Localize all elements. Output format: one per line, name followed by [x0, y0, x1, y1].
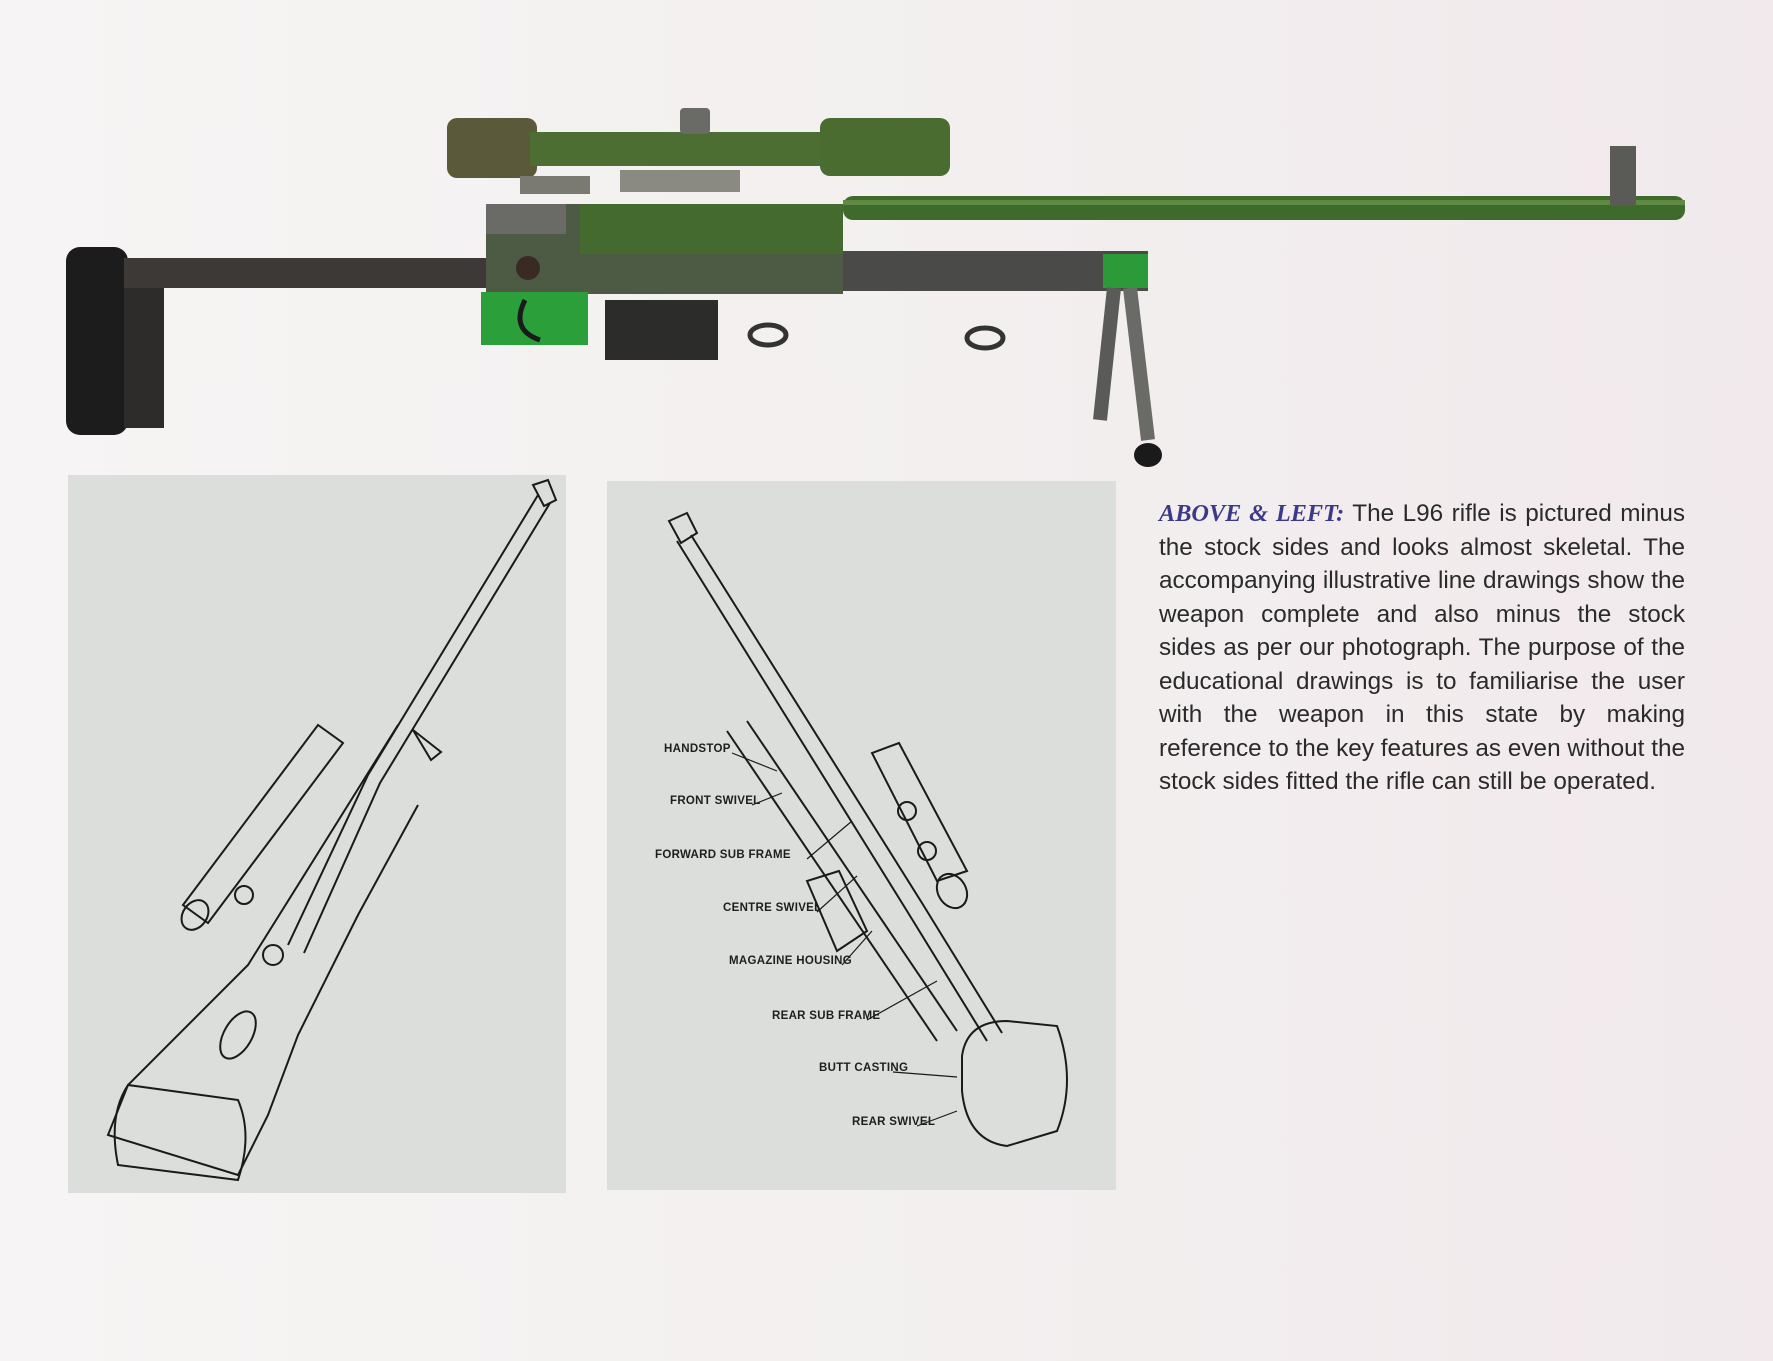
magazine — [605, 300, 718, 360]
leader-lines — [731, 752, 958, 1127]
trigger-guard — [481, 292, 588, 345]
photo-caption: ABOVE & LEFT: The L96 rifle is pictured … — [1159, 497, 1685, 799]
line-drawing-labelled-rifle: HANDSTOP FRONT SWIVEL FORWARD SUB FRAME … — [607, 481, 1116, 1190]
swivels — [747, 322, 1006, 351]
butt-pad — [66, 247, 128, 435]
label-forward-sub-frame: FORWARD SUB FRAME — [655, 849, 791, 861]
label-centre-swivel: CENTRE SWIVEL — [723, 902, 822, 914]
front-sight — [1610, 146, 1636, 206]
label-handstop: HANDSTOP — [664, 743, 731, 755]
bipod — [1093, 287, 1162, 467]
line-drawing-complete-rifle — [68, 475, 566, 1193]
label-rear-sub-frame: REAR SUB FRAME — [772, 1010, 881, 1022]
label-rear-swivel: REAR SWIVEL — [852, 1116, 936, 1128]
barrel — [843, 196, 1685, 220]
rifle-photograph — [66, 108, 1685, 467]
label-front-swivel: FRONT SWIVEL — [670, 795, 761, 807]
caption-heading: ABOVE & LEFT: — [1159, 500, 1345, 527]
scope — [447, 108, 950, 194]
label-magazine-housing: MAGAZINE HOUSING — [729, 955, 852, 967]
label-butt-casting: BUTT CASTING — [819, 1062, 909, 1074]
receiver — [486, 204, 843, 294]
rear-sub-frame — [124, 258, 486, 428]
caption-body: The L96 rifle is pictured minus the stoc… — [1159, 500, 1686, 795]
rifle-skeleton-drawing — [667, 511, 1068, 1148]
rifle-line-drawing — [106, 478, 558, 1182]
forward-sub-frame — [843, 251, 1148, 291]
